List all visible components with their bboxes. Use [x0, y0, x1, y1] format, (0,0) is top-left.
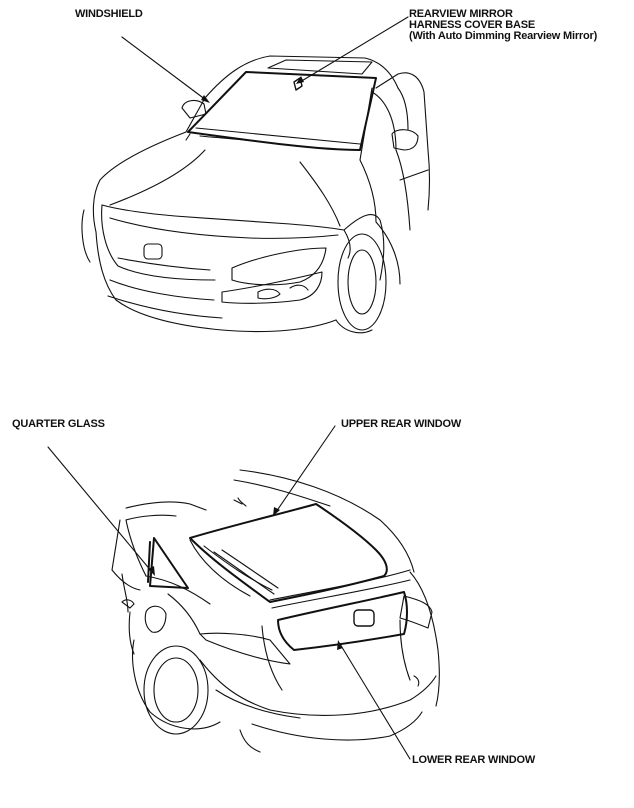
- upper-rear-window-brake-light: [213, 549, 279, 595]
- windshield-lower-edge: [185, 127, 361, 145]
- lower-rear-window-glass: [277, 591, 408, 651]
- rearview-mirror-label-line-2: HARNESS COVER BASE: [409, 19, 535, 31]
- windshield-glass: [187, 71, 377, 151]
- rear-view-car-illustration: [111, 469, 440, 753]
- rearview-mirror-harness-cover-base-label: REARVIEW MIRROR HARNESS COVER BASE (With…: [409, 9, 597, 42]
- quarter-glass-label: QUARTER GLASS: [12, 418, 105, 430]
- quarter-glass: [147, 537, 189, 589]
- callout-arrowheads: [148, 76, 343, 650]
- rearview-mirror-label-line-3: (With Auto Dimming Rearview Mirror): [409, 30, 598, 42]
- rearview-mirror-label-line-1: REARVIEW MIRROR: [409, 8, 513, 20]
- front-view-car-illustration: [81, 55, 431, 334]
- upper-rear-window-label: UPPER REAR WINDOW: [341, 418, 462, 430]
- rearview-mirror-harness-cover-base: [293, 77, 303, 91]
- lower-rear-window-label: LOWER REAR WINDOW: [412, 754, 536, 766]
- windshield-label: WINDSHIELD: [75, 8, 143, 20]
- callout-leader-lines: [47, 16, 411, 760]
- upper-rear-window-glass: [189, 503, 388, 603]
- rear-emblem: [353, 609, 375, 627]
